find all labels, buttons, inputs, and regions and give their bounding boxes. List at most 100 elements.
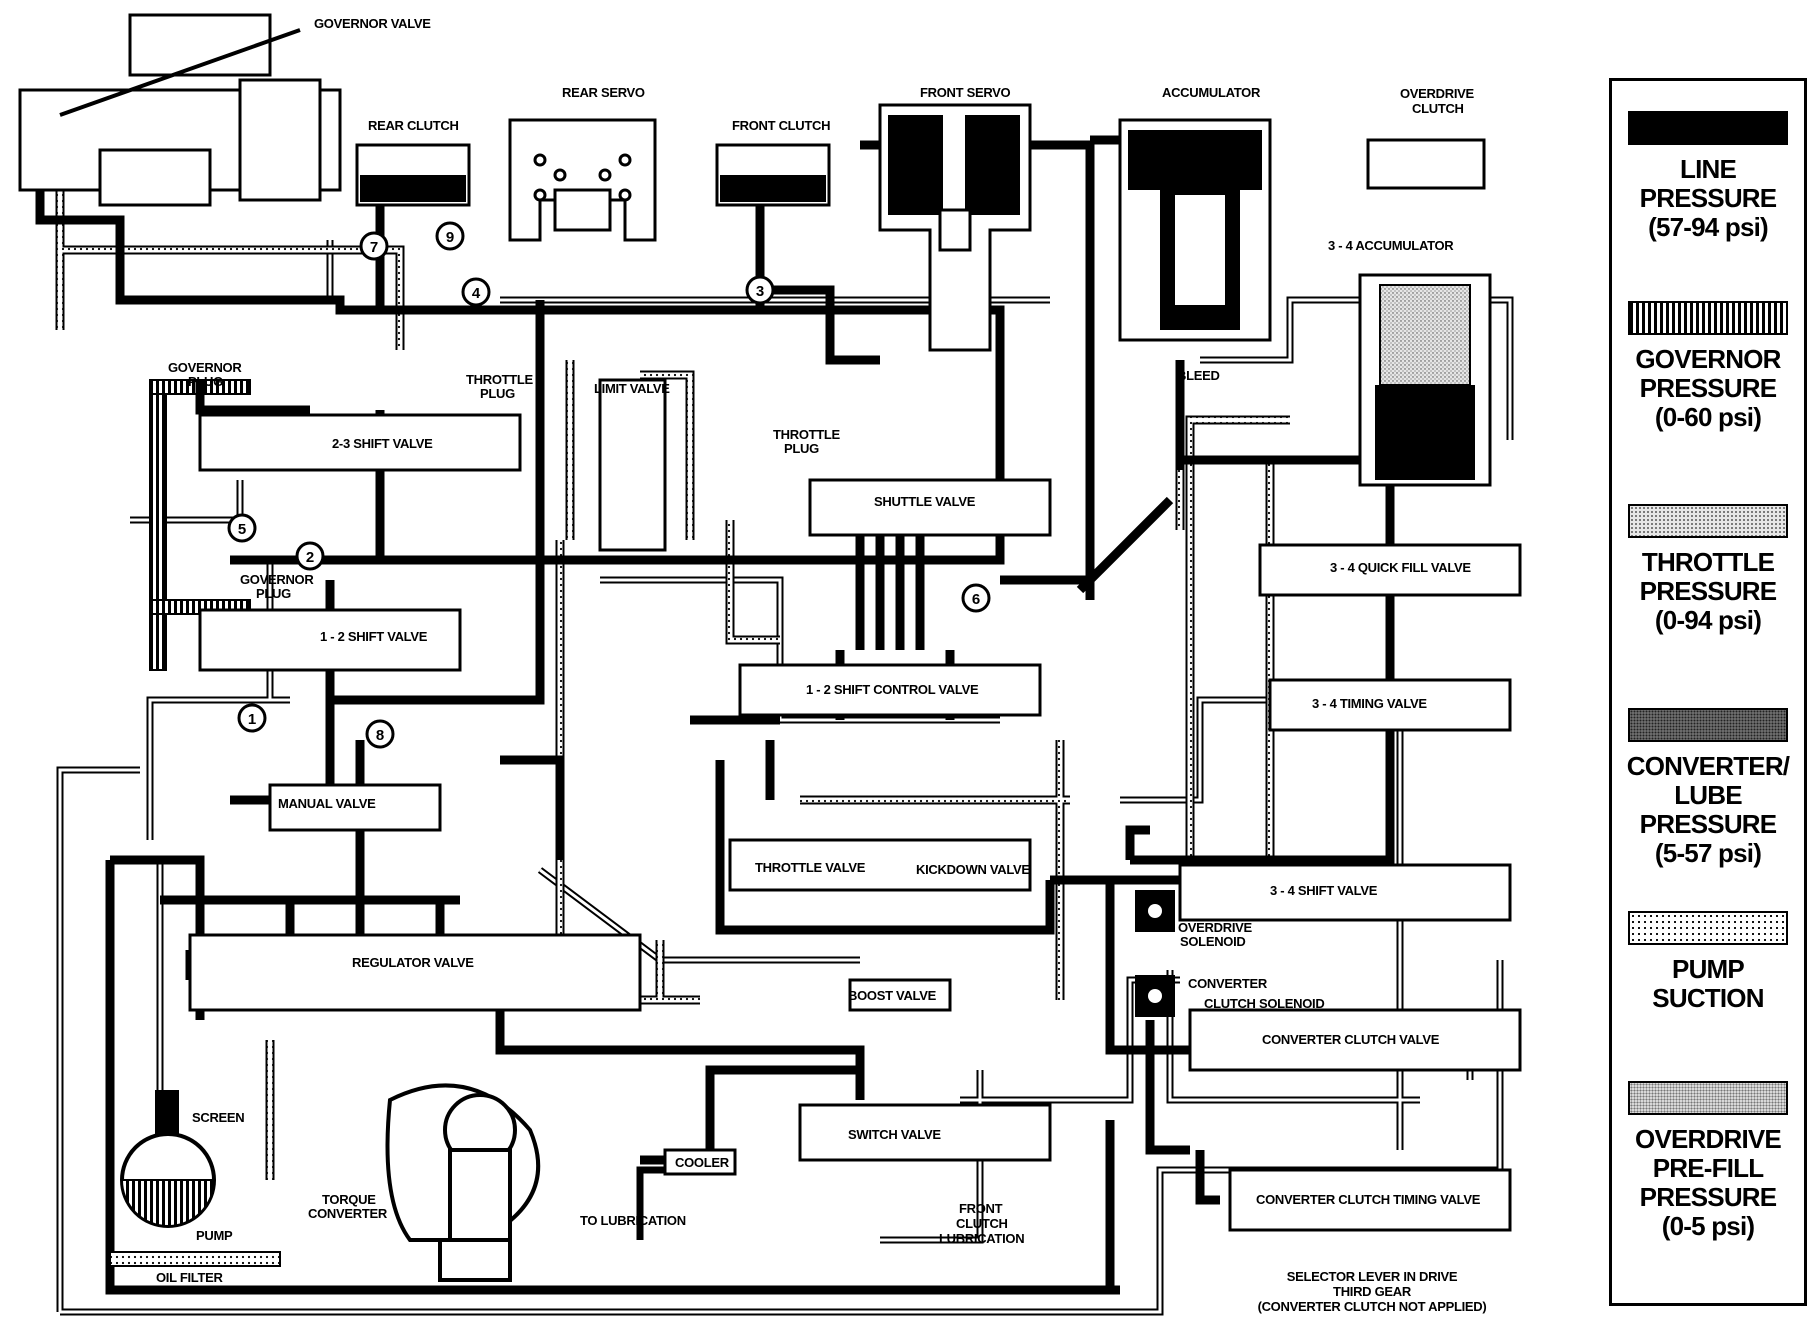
label-quick-fill-valve-34: 3 - 4 QUICK FILL VALVE	[1330, 560, 1471, 575]
label-converter-clutch-valve: CONVERTER CLUTCH VALVE	[1262, 1032, 1440, 1047]
label-torque-converter-1: TORQUE	[322, 1192, 376, 1207]
limit-valve-body	[598, 378, 667, 552]
label-rear-servo: REAR SERVO	[562, 85, 645, 100]
converter-clutch-solenoid	[1135, 975, 1175, 1017]
legend-text: (0-94 psi)	[1654, 605, 1762, 635]
caption: SELECTOR LEVER IN DRIVE THIRD GEAR (CONV…	[1258, 1269, 1487, 1314]
label-accumulator-34: 3 - 4 ACCUMULATOR	[1328, 238, 1454, 253]
callout-9: 9	[435, 221, 465, 251]
label-bleed: BLEED	[1177, 368, 1220, 383]
label-throttle-plug-top-2: PLUG	[480, 386, 515, 401]
label-governor-valve-1: GOVERNOR VALVE	[314, 16, 431, 31]
label-limit-valve: LIMIT VALVE	[594, 381, 670, 396]
label-shift-valve-12: 1 - 2 SHIFT VALVE	[320, 629, 428, 644]
channels-outline	[56, 240, 1514, 1316]
shift-valve-23-body	[198, 413, 522, 472]
legend-swatch-converter	[1628, 708, 1788, 742]
label-front-clutch-lub-3: LUBRICATION	[939, 1231, 1024, 1246]
label-throttle-plug-top-1: THROTTLE	[466, 372, 534, 387]
legend-item-line-pressure: LINE PRESSURE (57-94 psi)	[1612, 111, 1804, 242]
legend-text: PRESSURE	[1639, 373, 1777, 403]
regulator-valve-body	[188, 933, 642, 1012]
quick-fill-valve-34-body	[1258, 543, 1522, 597]
legend-item-pump-suction: PUMP SUCTION	[1612, 911, 1804, 1013]
label-torque-converter-2: CONVERTER	[308, 1206, 388, 1221]
legend-swatch-throttle	[1628, 504, 1788, 538]
callout-4: 4	[461, 277, 491, 307]
legend-text: GOVERNOR	[1635, 344, 1781, 374]
pressure-legend: LINE PRESSURE (57-94 psi) GOVERNOR PRESS…	[1609, 78, 1807, 1306]
legend-text: LINE PRESSURE	[1639, 154, 1777, 213]
torque-converter	[385, 1083, 541, 1282]
label-kickdown-valve: KICKDOWN VALVE	[916, 862, 1030, 877]
switch-valve-body	[798, 1103, 1052, 1162]
legend-text: (0-60 psi)	[1654, 402, 1762, 432]
legend-text: SUCTION	[1652, 983, 1764, 1013]
label-throttle-plug-mid-2: PLUG	[784, 441, 819, 456]
label-cooler: COOLER	[675, 1155, 730, 1170]
boost-valve-body	[848, 978, 952, 1012]
shift-valve-34-body	[1178, 863, 1512, 922]
callout-1: 1	[237, 703, 267, 733]
caption-line-1: SELECTOR LEVER IN DRIVE	[1287, 1269, 1458, 1284]
svg-text:3: 3	[756, 283, 764, 300]
caption-line-2: THIRD GEAR	[1333, 1284, 1412, 1299]
label-throttle-plug-mid-1: THROTTLE	[773, 427, 841, 442]
label-overdrive-clutch-2: CLUTCH	[1412, 101, 1464, 116]
label-overdrive-clutch-1: OVERDRIVE	[1400, 86, 1475, 101]
label-governor-plug-top-2: PLUG	[188, 374, 223, 389]
converter-clutch-timing-body	[1228, 1168, 1512, 1232]
svg-text:2: 2	[306, 549, 314, 566]
label-shift-valve-23: 2-3 SHIFT VALVE	[332, 436, 433, 451]
legend-swatch-overdrive	[1628, 1081, 1788, 1115]
callout-8: 8	[365, 719, 395, 749]
legend-item-converter-pressure: CONVERTER/ LUBE PRESSURE (5-57 psi)	[1612, 708, 1804, 868]
callout-3: 3	[745, 275, 775, 305]
legend-text: PRESSURE	[1639, 1182, 1777, 1212]
throttle-kickdown-body	[728, 838, 1032, 892]
overdrive-clutch	[1366, 138, 1486, 190]
label-governor-plug-mid-1: GOVERNOR	[240, 572, 314, 587]
svg-text:6: 6	[972, 591, 980, 608]
rear-servo	[508, 118, 657, 242]
label-regulator-valve: REGULATOR VALVE	[352, 955, 474, 970]
svg-text:5: 5	[238, 521, 246, 538]
callout-5: 5	[227, 513, 257, 543]
legend-text: (0-5 psi)	[1661, 1211, 1755, 1241]
shift-valve-12-body	[198, 608, 462, 672]
legend-text: THROTTLE	[1641, 547, 1775, 577]
label-oil-filter: OIL FILTER	[156, 1270, 223, 1285]
timing-valve-34-body	[1268, 678, 1512, 732]
callout-markers: 1 2 3 4 5 6 7 8 9	[227, 221, 991, 749]
svg-text:1: 1	[248, 711, 256, 728]
svg-text:4: 4	[472, 285, 481, 302]
accumulator-34	[1358, 273, 1492, 487]
legend-text: PRE-FILL	[1652, 1153, 1764, 1183]
label-converter-clutch-timing-valve: CONVERTER CLUTCH TIMING VALVE	[1256, 1192, 1481, 1207]
legend-text: LUBE PRESSURE	[1639, 780, 1777, 839]
cooler	[636, 1148, 737, 1240]
manual-valve-body	[268, 783, 442, 832]
label-converter-clutch-solenoid-2: CLUTCH SOLENOID	[1204, 996, 1324, 1011]
label-switch-valve: SWITCH VALVE	[848, 1127, 941, 1142]
label-governor-plug-mid-2: PLUG	[256, 586, 291, 601]
svg-text:8: 8	[376, 727, 384, 744]
governor-valve	[18, 13, 342, 207]
converter-clutch-valve-body	[1188, 1008, 1522, 1072]
legend-text: OVERDRIVE	[1635, 1124, 1782, 1154]
label-overdrive-solenoid-1: OVERDRIVE	[1178, 920, 1253, 935]
label-front-clutch: FRONT CLUTCH	[732, 118, 830, 133]
shuttle-valve-body	[808, 478, 1052, 537]
legend-text: (5-57 psi)	[1654, 838, 1762, 868]
label-screen: SCREEN	[192, 1110, 244, 1125]
oil-filter-assembly	[109, 1090, 281, 1267]
label-timing-valve-34: 3 - 4 TIMING VALVE	[1312, 696, 1427, 711]
label-shift-valve-34: 3 - 4 SHIFT VALVE	[1270, 883, 1378, 898]
label-front-clutch-lub-2: CLUTCH	[956, 1216, 1008, 1231]
label-throttle-valve: THROTTLE VALVE	[755, 860, 866, 875]
front-servo	[878, 103, 1032, 352]
label-converter-clutch-solenoid-1: CONVERTER	[1188, 976, 1268, 991]
accumulator	[1118, 118, 1272, 342]
front-clutch	[715, 143, 831, 207]
label-to-lubrication: TO LUBRICATION	[580, 1213, 686, 1228]
